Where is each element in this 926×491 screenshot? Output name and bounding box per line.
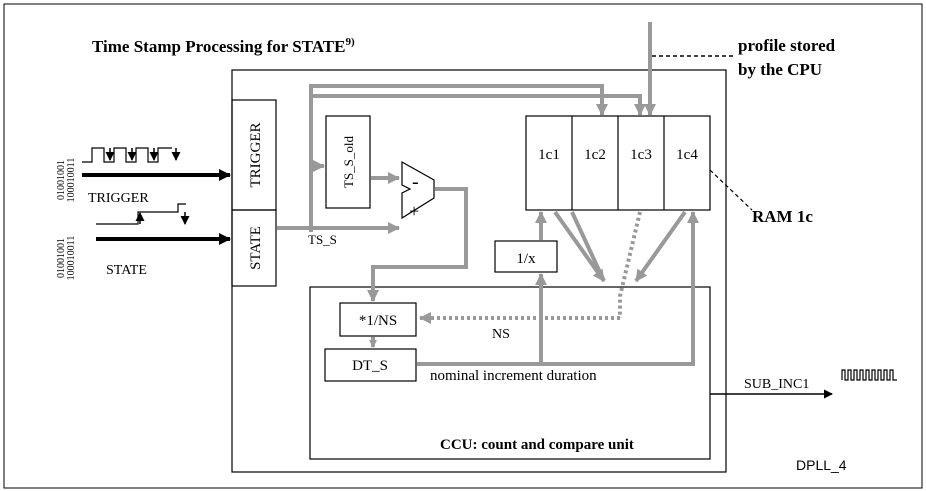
state-label: STATE — [106, 263, 147, 278]
dts-to-1c4-arrow — [417, 211, 699, 366]
trigger-bits-a: 01001001 — [56, 160, 67, 200]
ccu-block — [309, 286, 711, 460]
state-bits-b: 100010011 — [66, 236, 77, 281]
1c1-to-merge-arrow — [553, 210, 606, 283]
ns-label: NS — [492, 327, 510, 342]
diagram-title: Time Stamp Processing for STATE9) — [92, 36, 355, 56]
subtractor — [401, 160, 435, 220]
state-bits-a: 01001001 — [56, 238, 67, 278]
ts-to-1c2-arrow — [309, 84, 608, 232]
sub-inc-label: SUB_INC1 — [744, 377, 809, 392]
ram-cell-1c2: 1c2 — [584, 147, 606, 163]
main-block — [231, 69, 727, 473]
ts-s-old-label: TS_S_old — [341, 135, 356, 188]
dt-s-box — [324, 348, 417, 382]
profile-note-line1: profile stored — [738, 36, 836, 55]
reciprocal-label: 1/x — [516, 251, 536, 267]
ram-label: RAM 1c — [752, 207, 813, 226]
plus-sign: + — [409, 201, 419, 221]
state-waveform — [96, 203, 186, 225]
dt-s-label: DT_S — [352, 358, 388, 374]
reciprocal-box — [494, 240, 558, 273]
nominal-label: nominal increment duration — [430, 368, 597, 384]
ns-dotted-path — [419, 211, 642, 324]
1c4-to-merge-arrow — [634, 210, 687, 283]
1c3-dotted-line — [618, 211, 642, 318]
figure-id: DPLL_4 — [796, 457, 847, 473]
state-box — [231, 209, 277, 287]
trigger-bits-b: 100010011 — [66, 158, 77, 203]
ccu-label: CCU: count and compare unit — [440, 437, 634, 453]
ts-to-1c3-arrow — [311, 94, 646, 116]
ts-s-old-box — [325, 115, 371, 209]
1c2-to-merge-line — [570, 211, 606, 282]
trigger-label: TRIGGER — [88, 191, 149, 206]
profile-note-line2: by the CPU — [738, 60, 822, 79]
sub-inc-pulse-train — [841, 369, 897, 381]
ram-cell-1c3: 1c3 — [630, 147, 652, 163]
state-box-label: STATE — [248, 226, 264, 270]
mult-ns-box — [339, 302, 417, 337]
ram-leader — [709, 169, 753, 211]
diff-to-mult-arrow — [367, 187, 468, 302]
mult-ns-label: *1/NS — [359, 313, 397, 329]
trigger-waveform — [82, 147, 172, 163]
ts-s-label: TS_S — [308, 232, 337, 247]
ram-cell-1c4: 1c4 — [676, 147, 698, 163]
ram-cell-1c1: 1c1 — [538, 147, 560, 163]
outer-frame — [3, 3, 923, 489]
minus-sign: - — [412, 171, 419, 193]
data-paths — [277, 22, 699, 366]
trigger-box-label: TRIGGER — [248, 123, 264, 188]
